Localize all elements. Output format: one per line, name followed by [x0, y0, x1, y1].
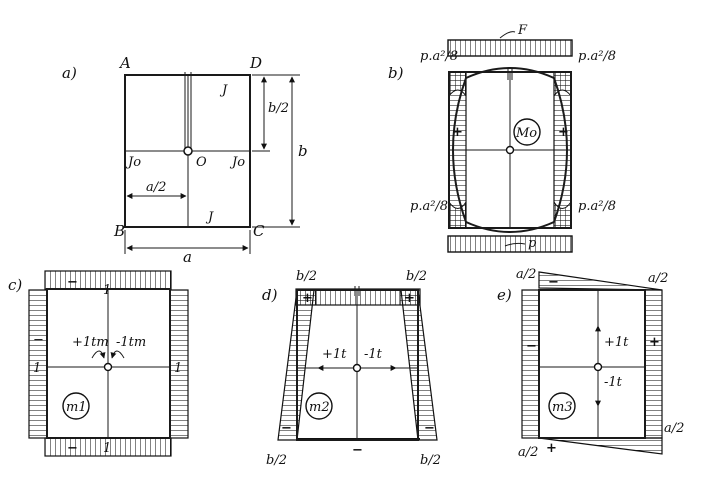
- left-column-e-moment: [521, 289, 540, 439]
- value-bottom: 1: [103, 441, 111, 456]
- corner-d-label: D: [249, 54, 262, 72]
- sign-tl-d: +: [302, 291, 313, 306]
- sign-right-e: +: [649, 335, 660, 350]
- panel-d-tag: d): [262, 286, 278, 304]
- moment-value-br: p.a²/8: [578, 199, 616, 214]
- panel-a: a) A B C D J J Jo Jo O a/2 a b/2 b: [62, 54, 308, 266]
- unit-force-right-label: -1t: [364, 347, 383, 362]
- center-label: O: [196, 155, 207, 170]
- b-half-br: b/2: [420, 453, 441, 468]
- inertia-left-label: Jo: [125, 155, 141, 170]
- value-right: 1: [174, 361, 182, 376]
- dim-a-half-label: a/2: [146, 180, 166, 195]
- sign-left: +: [452, 125, 463, 140]
- a-half-bl: a/2: [518, 445, 538, 460]
- inertia-bottom-label: J: [205, 210, 214, 225]
- m2-label-circle: [305, 392, 333, 420]
- moment-value-bl: p.a²/8: [410, 199, 448, 214]
- inertia-top-label: J: [219, 83, 228, 98]
- moment-label-circle: [513, 118, 541, 146]
- b-half-tl: b/2: [296, 269, 317, 284]
- inertia-right-label: Jo: [229, 155, 245, 170]
- top-load-label: F: [517, 23, 528, 38]
- sign-right: +: [558, 125, 569, 140]
- unit-force-down-label: -1t: [604, 375, 623, 390]
- panel-a-tag: a): [62, 64, 77, 82]
- dim-b-label: b: [298, 142, 308, 160]
- top-load-diagram: [447, 39, 573, 57]
- m3-label: m3: [552, 400, 573, 415]
- sign-br-d: −: [424, 421, 435, 436]
- m3-label-circle: [548, 392, 576, 420]
- dim-a-label: a: [183, 248, 192, 266]
- bottom-beam-linear-moment: [538, 437, 663, 455]
- sign-bottom-d: −: [352, 443, 363, 458]
- center-node: [183, 146, 193, 156]
- corner-c-label: C: [253, 222, 265, 240]
- m2-label: m2: [309, 400, 330, 415]
- a-half-br: a/2: [664, 421, 684, 436]
- a-half-tr: a/2: [648, 271, 668, 286]
- dim-b-half-label: b/2: [268, 101, 289, 116]
- panel-e-tag: e): [497, 286, 512, 304]
- moment-value-tl: p.a²/8: [420, 49, 458, 64]
- sign-top: −: [67, 275, 78, 290]
- m1-label: m1: [66, 400, 87, 415]
- bottom-load-label: p: [528, 236, 537, 251]
- moment-curve-mo: [452, 67, 568, 233]
- unit-moment-left-label: +1tm: [72, 335, 109, 350]
- moment-label-mo: Mo: [515, 126, 537, 141]
- corner-b-label: B: [113, 222, 125, 240]
- panel-d: d) +1t -1t b/2 b/2 b/2 b/2 + + − − − m2: [262, 269, 441, 468]
- right-column-e-moment: [644, 289, 663, 439]
- b-half-tr: b/2: [406, 269, 427, 284]
- b-half-bl: b/2: [266, 453, 287, 468]
- sign-bl-d: −: [281, 421, 292, 436]
- sign-bottom-e: +: [546, 441, 557, 456]
- moment-arrow-left: [91, 350, 106, 359]
- m1-label-circle: [62, 392, 90, 420]
- sign-top-e: −: [548, 275, 559, 290]
- unit-moment-right-label: -1tm: [116, 335, 146, 350]
- corner-a-label: A: [118, 54, 131, 72]
- moment-value-tr: p.a²/8: [578, 49, 616, 64]
- panel-e: e) +1t -1t a/2 a/2 a/2 a/2 − − + + m3: [497, 267, 684, 460]
- panel-b-tag: b): [388, 64, 404, 82]
- value-left: 1: [33, 361, 41, 376]
- sign-left-e: −: [526, 339, 537, 354]
- moment-arrow-right: [110, 350, 125, 359]
- sign-left-c: −: [33, 333, 44, 348]
- sign-tr-d: +: [404, 291, 415, 306]
- frame-e-outline: [538, 289, 646, 439]
- a-half-tl: a/2: [516, 267, 536, 282]
- panel-b: b) F p Mo + + p.a²/8 p.a²/8 p.a²/8 p.a²/…: [388, 23, 616, 253]
- panel-c-tag: c): [8, 276, 22, 294]
- sign-bottom-c: −: [67, 441, 78, 456]
- value-top: 1: [103, 283, 111, 298]
- unit-force-left-label: +1t: [322, 347, 347, 362]
- panel-c: c) +1tm -1tm 1 1 1 1 − − − m1: [8, 270, 189, 457]
- unit-force-up-label: +1t: [604, 335, 629, 350]
